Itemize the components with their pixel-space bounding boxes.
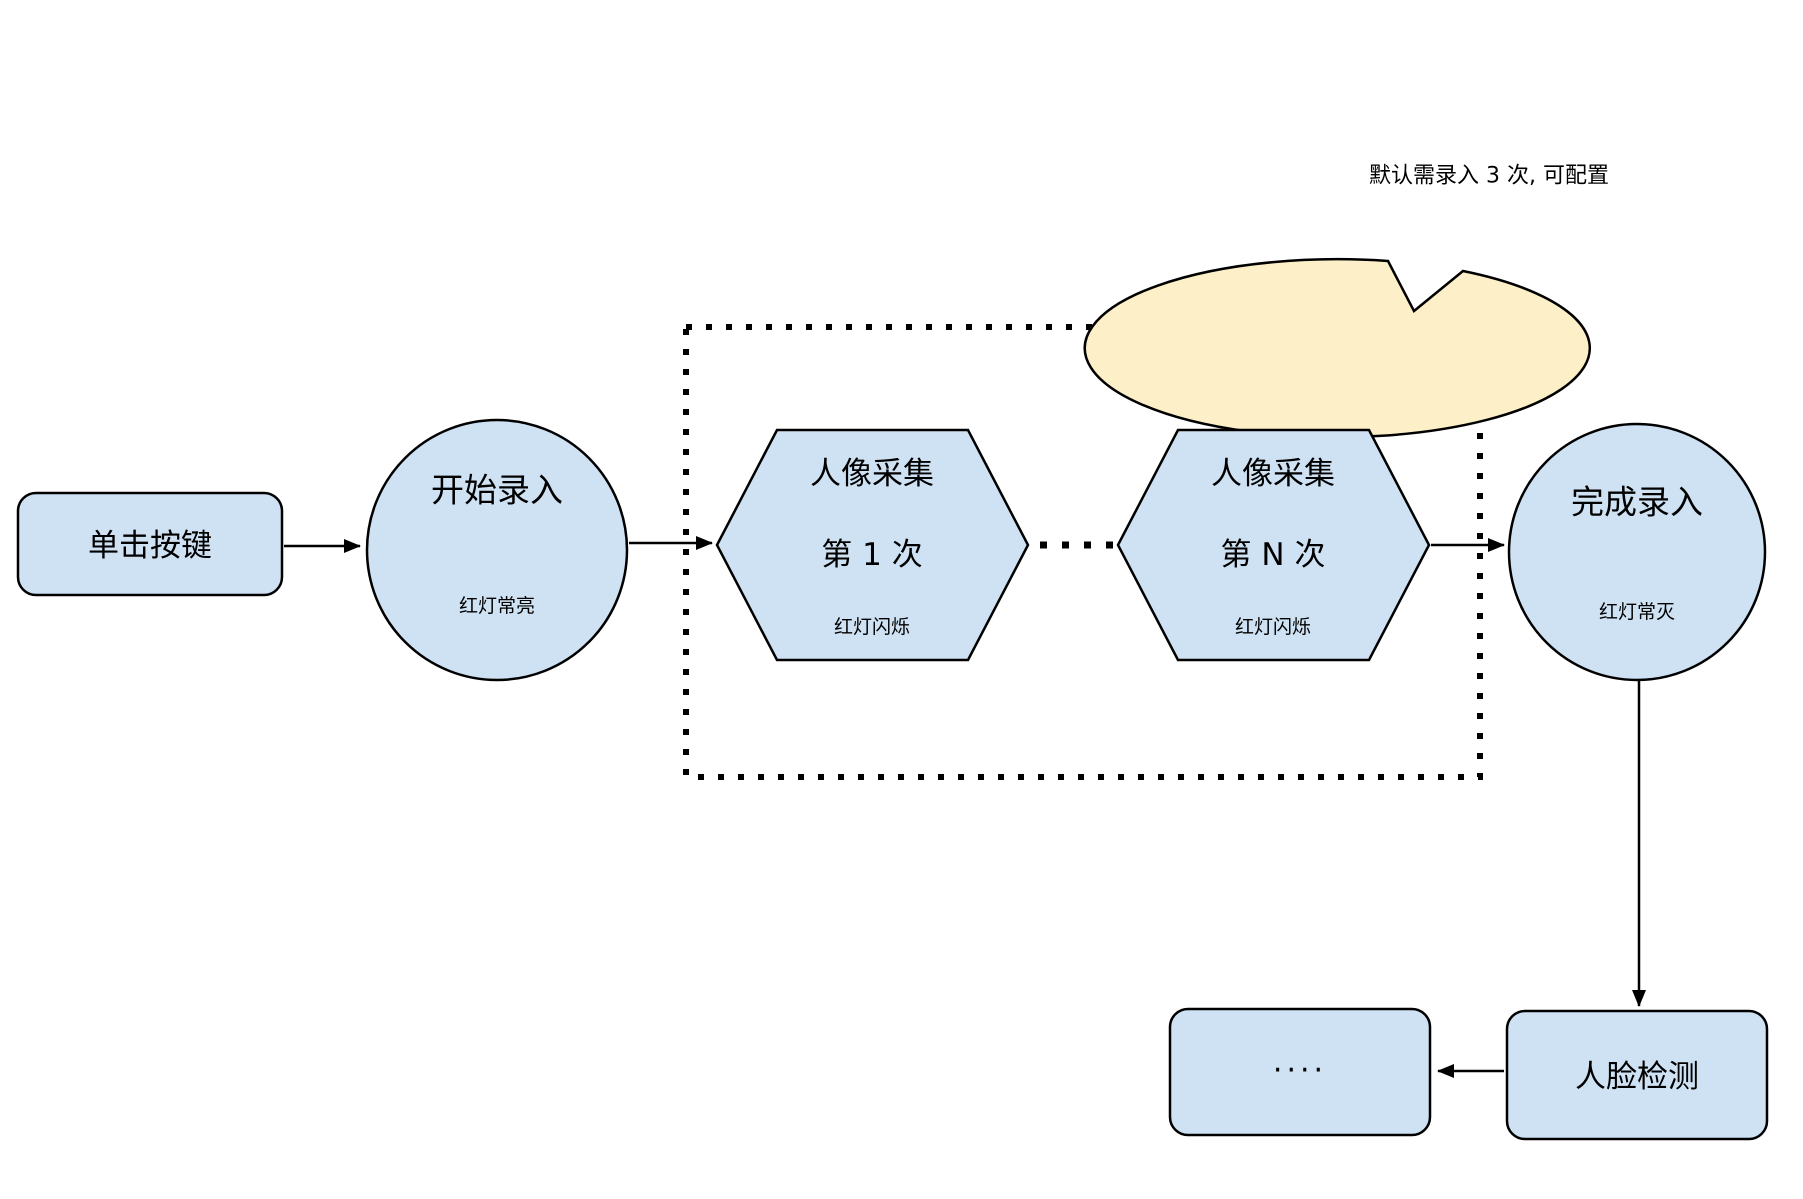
capture-nth-line1: 人像采集 — [1211, 456, 1335, 492]
callout-text: 默认需录入 3 次, 可配置 — [1369, 164, 1609, 189]
capture-first-line1: 人像采集 — [810, 456, 934, 492]
capture-nth-node — [1116, 428, 1431, 662]
click-button-node — [16, 491, 284, 597]
finish-enroll-sublabel: 红灯常灭 — [1599, 601, 1675, 623]
finish-enroll-label: 完成录入 — [1571, 483, 1703, 522]
capture-first-sublabel: 红灯闪烁 — [834, 616, 910, 638]
capture-nth-line2: 第 N 次 — [1221, 537, 1326, 573]
finish-enroll-node — [1507, 422, 1767, 682]
start-enroll-label: 开始录入 — [431, 471, 563, 510]
click-button-label: 单击按键 — [88, 528, 212, 564]
face-detect-label: 人脸检测 — [1575, 1059, 1699, 1095]
continuation-label: .... — [1273, 1045, 1327, 1080]
face-detect-node — [1505, 1009, 1769, 1141]
capture-loop-dotted-border — [683, 324, 1483, 780]
capture-nth-sublabel: 红灯闪烁 — [1235, 616, 1311, 638]
callout-bubble — [1083, 257, 1592, 439]
capture-first-node — [715, 428, 1030, 662]
start-enroll-sublabel: 红灯常亮 — [459, 595, 535, 617]
start-enroll-node — [365, 418, 629, 682]
capture-first-line2: 第 1 次 — [821, 537, 922, 573]
continuation-node — [1168, 1007, 1432, 1137]
